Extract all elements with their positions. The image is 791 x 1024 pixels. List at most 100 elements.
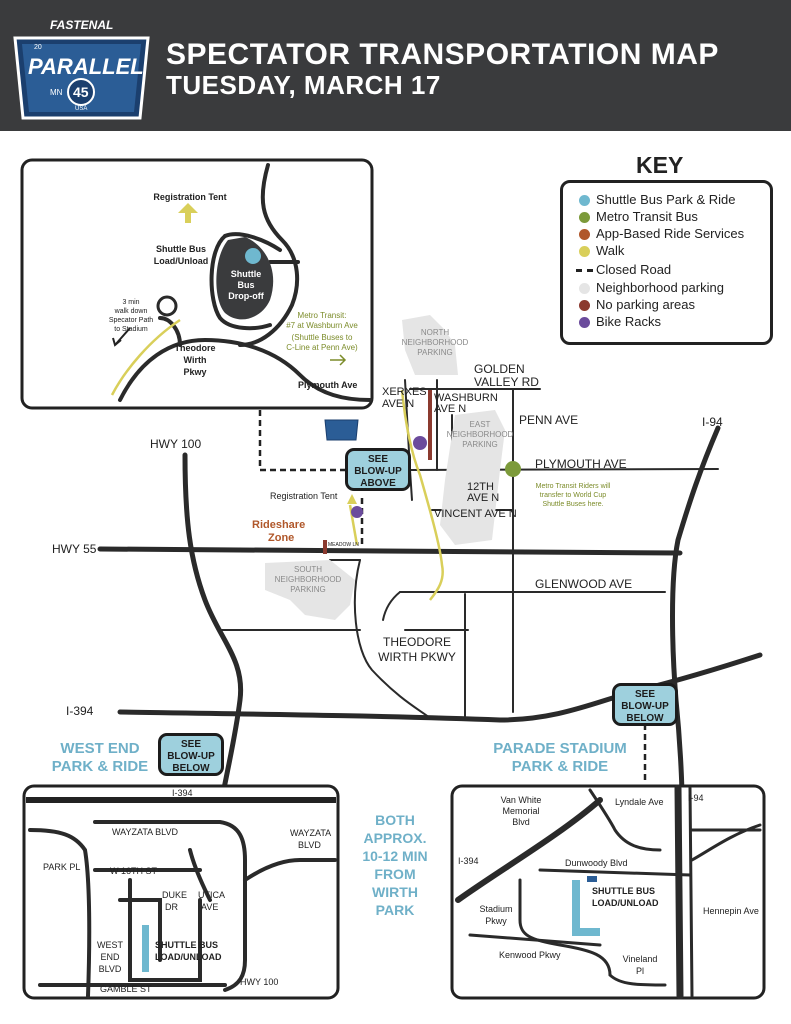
meadow-ln-label: MEADOW LN bbox=[328, 542, 359, 548]
tw-label-3: Pkwy bbox=[183, 367, 207, 377]
gamble-st-label: GAMBLE ST bbox=[100, 984, 152, 994]
key-title: KEY bbox=[636, 152, 684, 178]
both-approx-3: 10-12 MIN bbox=[362, 848, 428, 864]
i394-road bbox=[117, 652, 763, 723]
logo-name: PARALLEL bbox=[28, 54, 144, 79]
key-item-bike: Bike Racks bbox=[596, 314, 662, 329]
registration-tent-main-label: Registration Tent bbox=[270, 491, 338, 501]
hennepin-label: Hennepin Ave bbox=[703, 906, 759, 916]
callout-right-line-1: SEE bbox=[634, 689, 655, 700]
wayzata-blvd-label-2b: BLVD bbox=[298, 840, 321, 850]
bike-rack-marker bbox=[413, 436, 427, 450]
park-pl-label: PARK PL bbox=[43, 862, 81, 872]
i94-road bbox=[670, 425, 721, 803]
walk-note-1: 3 min bbox=[122, 299, 140, 306]
west-end-title-2: PARK & RIDE bbox=[51, 758, 149, 775]
kenwood-label: Kenwood Pkwy bbox=[499, 950, 561, 960]
see-blowup-above-callout[interactable]: SEE BLOW-UP ABOVE bbox=[345, 448, 411, 491]
right-shuttle-label-2: LOAD/UNLOAD bbox=[592, 898, 659, 908]
east-parking-label-3: PARKING bbox=[462, 440, 498, 449]
rideshare-label-2: Zone bbox=[268, 532, 295, 544]
plymouth-ave-main-label: PLYMOUTH AVE bbox=[535, 457, 627, 471]
metro-transfer-note-3: Shuttle Buses here. bbox=[542, 501, 604, 508]
key-item-metro: Metro Transit Bus bbox=[596, 209, 698, 224]
south-parking-area bbox=[265, 560, 355, 620]
key-item-parking: Neighborhood parking bbox=[596, 280, 724, 295]
utica-label-1: UTICA bbox=[198, 890, 225, 900]
west-end-inset bbox=[22, 784, 340, 1000]
both-approx-2: APPROX. bbox=[363, 830, 427, 846]
metro-transit-marker bbox=[505, 461, 521, 477]
left-shuttle-label-1: SHUTTLE BUS bbox=[155, 940, 218, 950]
both-approx-5: WIRTH bbox=[372, 884, 418, 900]
hwy100-main-label: HWY 100 bbox=[150, 437, 202, 451]
dropoff-label-1: Shuttle bbox=[230, 269, 262, 279]
twelfth-label-2: AVE N bbox=[467, 492, 500, 504]
east-parking-label-1: EAST bbox=[469, 420, 491, 429]
north-parking-label-1: NORTH bbox=[420, 328, 450, 337]
wayzata-blvd-label: WAYZATA BLVD bbox=[112, 827, 179, 837]
twelfth-label-1: 12TH bbox=[467, 481, 494, 493]
vincent-label: VINCENT AVE N bbox=[434, 508, 517, 520]
i94-main-label: I-94 bbox=[702, 415, 723, 429]
theodore-label-2: WIRTH PKWY bbox=[378, 650, 456, 664]
east-parking-area bbox=[440, 410, 505, 545]
south-parking-label-3: PARKING bbox=[290, 585, 326, 594]
see-blowup-below-right-callout[interactable]: SEE BLOW-UP BELOW bbox=[612, 683, 678, 726]
closed-road-main bbox=[258, 410, 345, 472]
tw-label-1: Theodore bbox=[174, 343, 216, 353]
right-i94-label: I-94 bbox=[688, 793, 704, 803]
metro-transit-dot bbox=[579, 212, 590, 223]
parade-inset bbox=[450, 784, 766, 1000]
wayzata-blvd-label-2a: WAYZATA bbox=[290, 828, 332, 838]
callout-above-line-3: ABOVE bbox=[360, 478, 396, 489]
dunwoody-label: Dunwoody Blvd bbox=[565, 858, 628, 868]
vineland-label-1: Vineland bbox=[622, 954, 658, 964]
parade-title-2: PARK & RIDE bbox=[511, 758, 609, 775]
callout-left-line-2: BLOW-UP bbox=[167, 751, 215, 762]
metro-transfer-note-2: transfer to World Cup bbox=[539, 492, 607, 499]
metro-note-4: C-Line at Penn Ave) bbox=[286, 343, 358, 352]
penn-ave-label: PENN AVE bbox=[519, 413, 579, 427]
callout-left-line-3: BELOW bbox=[172, 763, 210, 774]
left-i394-label: I-394 bbox=[172, 788, 193, 798]
vineland-label-2: Pl bbox=[635, 966, 644, 976]
logo-country: USA bbox=[75, 106, 88, 112]
hwy-55-road bbox=[97, 546, 683, 556]
west-end-blvd-label-1: WEST bbox=[97, 940, 123, 950]
right-shuttle-label-1: SHUTTLE BUS bbox=[592, 886, 655, 896]
see-blowup-below-left-callout[interactable]: SEE BLOW-UP BELOW bbox=[158, 733, 224, 776]
xerxes-label-2: AVE N bbox=[382, 398, 415, 410]
parallel-logo bbox=[13, 36, 150, 120]
hwy-100-road bbox=[182, 452, 244, 803]
golden-valley-label-2: VALLEY RD bbox=[474, 375, 539, 389]
both-approx-4: FROM bbox=[374, 866, 416, 882]
north-parking-area bbox=[402, 315, 458, 375]
north-parking-label-3: PARKING bbox=[417, 348, 453, 357]
key-item-closed-road: Closed Road bbox=[596, 262, 672, 277]
page-title: SPECTATOR TRANSPORTATION MAP bbox=[166, 38, 719, 71]
stadium-pkwy-label-2: Pkwy bbox=[485, 916, 507, 926]
logo-brand: FASTENAL bbox=[50, 18, 114, 32]
duke-dr-label-1: DUKE bbox=[162, 890, 188, 900]
west-end-blvd-label-3: BLVD bbox=[98, 964, 122, 974]
south-parking-label-2: NEIGHBORHOOD bbox=[274, 575, 342, 584]
left-hwy100-label: HWY 100 bbox=[240, 977, 279, 987]
east-parking-label-2: NEIGHBORHOOD bbox=[446, 430, 514, 439]
logo-number: 45 bbox=[73, 84, 89, 100]
w16th-label: W 16TH ST bbox=[110, 866, 158, 876]
key-item-shuttle: Shuttle Bus Park & Ride bbox=[596, 192, 736, 207]
callout-left-line-1: SEE bbox=[180, 739, 201, 750]
utica-label-2: AVE bbox=[201, 902, 219, 912]
logo-year: 20 bbox=[34, 44, 42, 51]
parade-title-1: PARADE STADIUM bbox=[493, 740, 627, 757]
van-white-label-3: Blvd bbox=[512, 817, 530, 827]
page-subtitle: TUESDAY, MARCH 17 bbox=[166, 70, 441, 100]
callout-above-line-2: BLOW-UP bbox=[354, 466, 402, 477]
logo-state: MN bbox=[50, 88, 63, 97]
callout-right-line-2: BLOW-UP bbox=[621, 701, 669, 712]
metro-transfer-note-1: Metro Transit Riders will bbox=[535, 483, 611, 490]
callout-right-line-3: BELOW bbox=[626, 713, 664, 724]
